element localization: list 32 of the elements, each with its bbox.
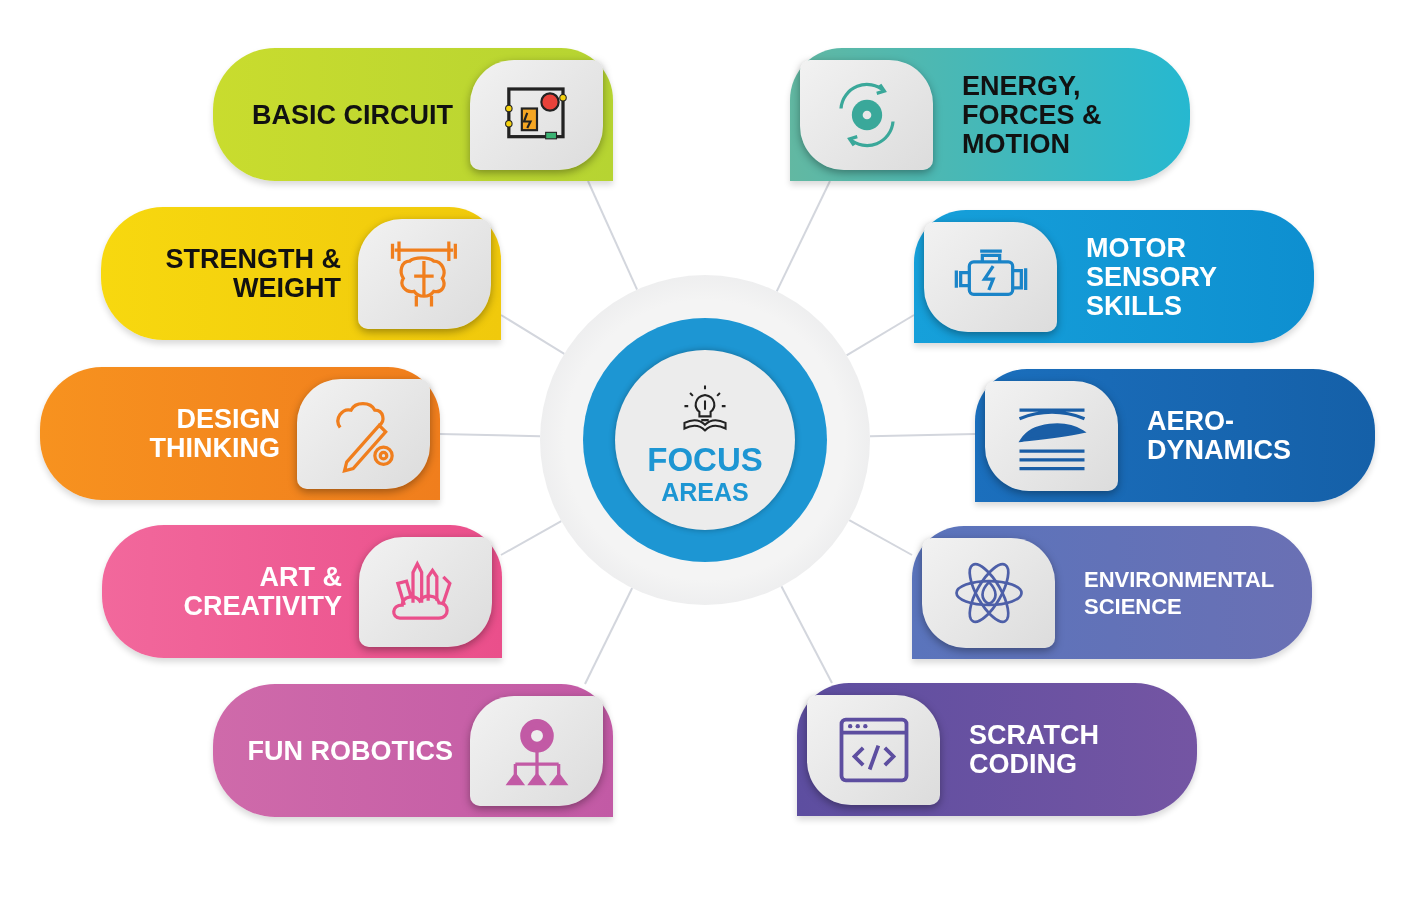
- topic-card: [40, 367, 440, 500]
- topic-label: MOTOR SENSORY SKILLS: [1086, 233, 1218, 320]
- topic-label: ENERGY, FORCES & MOTION: [962, 71, 1103, 158]
- topic-card: [975, 369, 1375, 502]
- topic-label: ENVIRONMENTAL SCIENCE: [1084, 565, 1275, 620]
- hub-subtitle: AREAS: [660, 478, 750, 506]
- topic-label: SCRATCH CODING: [969, 720, 1100, 779]
- topic-card: [912, 526, 1312, 659]
- topic-label: DESIGN THINKING: [148, 404, 280, 463]
- topic-label: BASIC CIRCUIT: [251, 100, 453, 129]
- topic-card: [790, 48, 1190, 181]
- topic-label: AERO-DYNAMICS: [1147, 406, 1292, 465]
- connector-line: [775, 180, 831, 293]
- connector-line: [587, 180, 639, 291]
- topic-label: STRENGTH & WEIGHT: [164, 244, 341, 303]
- connector-line: [584, 587, 634, 685]
- connector-line: [439, 433, 542, 438]
- topic-label: ART & CREATIVITY: [182, 562, 342, 621]
- connector-line: [500, 520, 563, 556]
- topic-card: [797, 683, 1197, 816]
- topic-card: [914, 210, 1314, 343]
- connector-line: [845, 314, 915, 357]
- topic-card: [102, 525, 502, 658]
- topic-label: FUN ROBOTICS: [246, 736, 453, 765]
- connector-line: [868, 433, 976, 438]
- topic-card: [213, 48, 613, 181]
- hub-title: FOCUS: [646, 442, 764, 478]
- connector-line: [500, 314, 566, 355]
- connector-line: [848, 519, 913, 556]
- topic-card: [101, 207, 501, 340]
- topic-card: [213, 684, 613, 817]
- connector-line: [780, 585, 833, 684]
